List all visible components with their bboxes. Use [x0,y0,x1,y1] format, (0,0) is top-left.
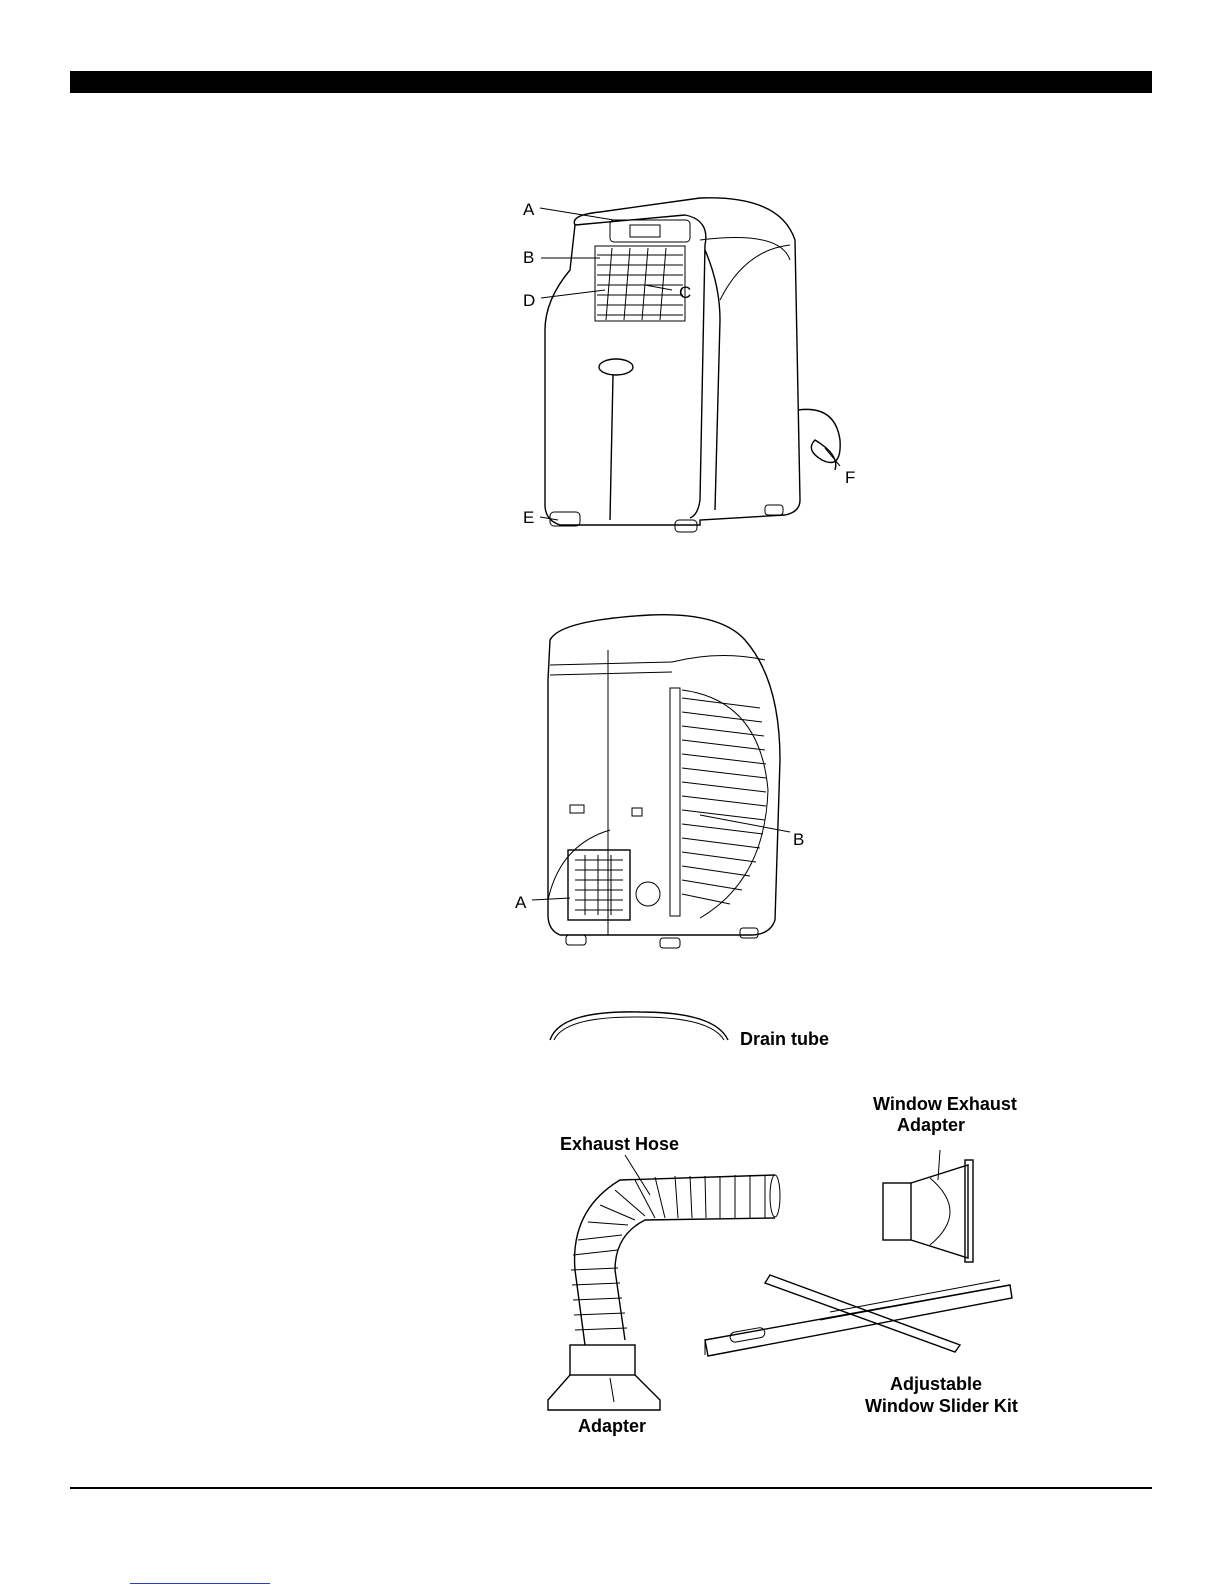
footer-rule [70,1487,1152,1489]
window-slider-kit-illustration [705,1275,1012,1356]
exhaust-hose-label: Exhaust Hose [560,1134,679,1154]
front-label-b: B [523,248,534,267]
front-label-a: A [523,200,535,219]
hose-adapter-illustration [548,1345,660,1410]
front-label-d: D [523,291,535,310]
exhaust-hose-illustration [571,1155,780,1345]
window-exhaust-adapter-illustration [883,1150,973,1262]
slider-kit-label-line1: Adjustable [890,1374,982,1394]
slider-kit-label-line2: Window Slider Kit [865,1396,1018,1416]
front-label-f: F [845,468,855,487]
footer-link-underline[interactable] [130,1583,270,1584]
adapter-label: Adapter [578,1416,646,1436]
rear-filter [568,850,630,920]
front-label-c: C [679,283,691,302]
window-exhaust-adapter-label-line1: Window Exhaust [873,1094,1017,1114]
front-view-illustration [540,198,840,532]
rear-label-b: B [793,830,804,849]
rear-grille [670,688,768,918]
drain-tube-illustration [550,1012,728,1040]
drain-tube-label: Drain tube [740,1029,829,1049]
window-exhaust-adapter-label-line2: Adapter [897,1115,965,1135]
front-label-e: E [523,508,534,527]
rear-label-a: A [515,893,527,912]
rear-view-illustration [532,615,790,948]
front-louvres [595,246,685,321]
